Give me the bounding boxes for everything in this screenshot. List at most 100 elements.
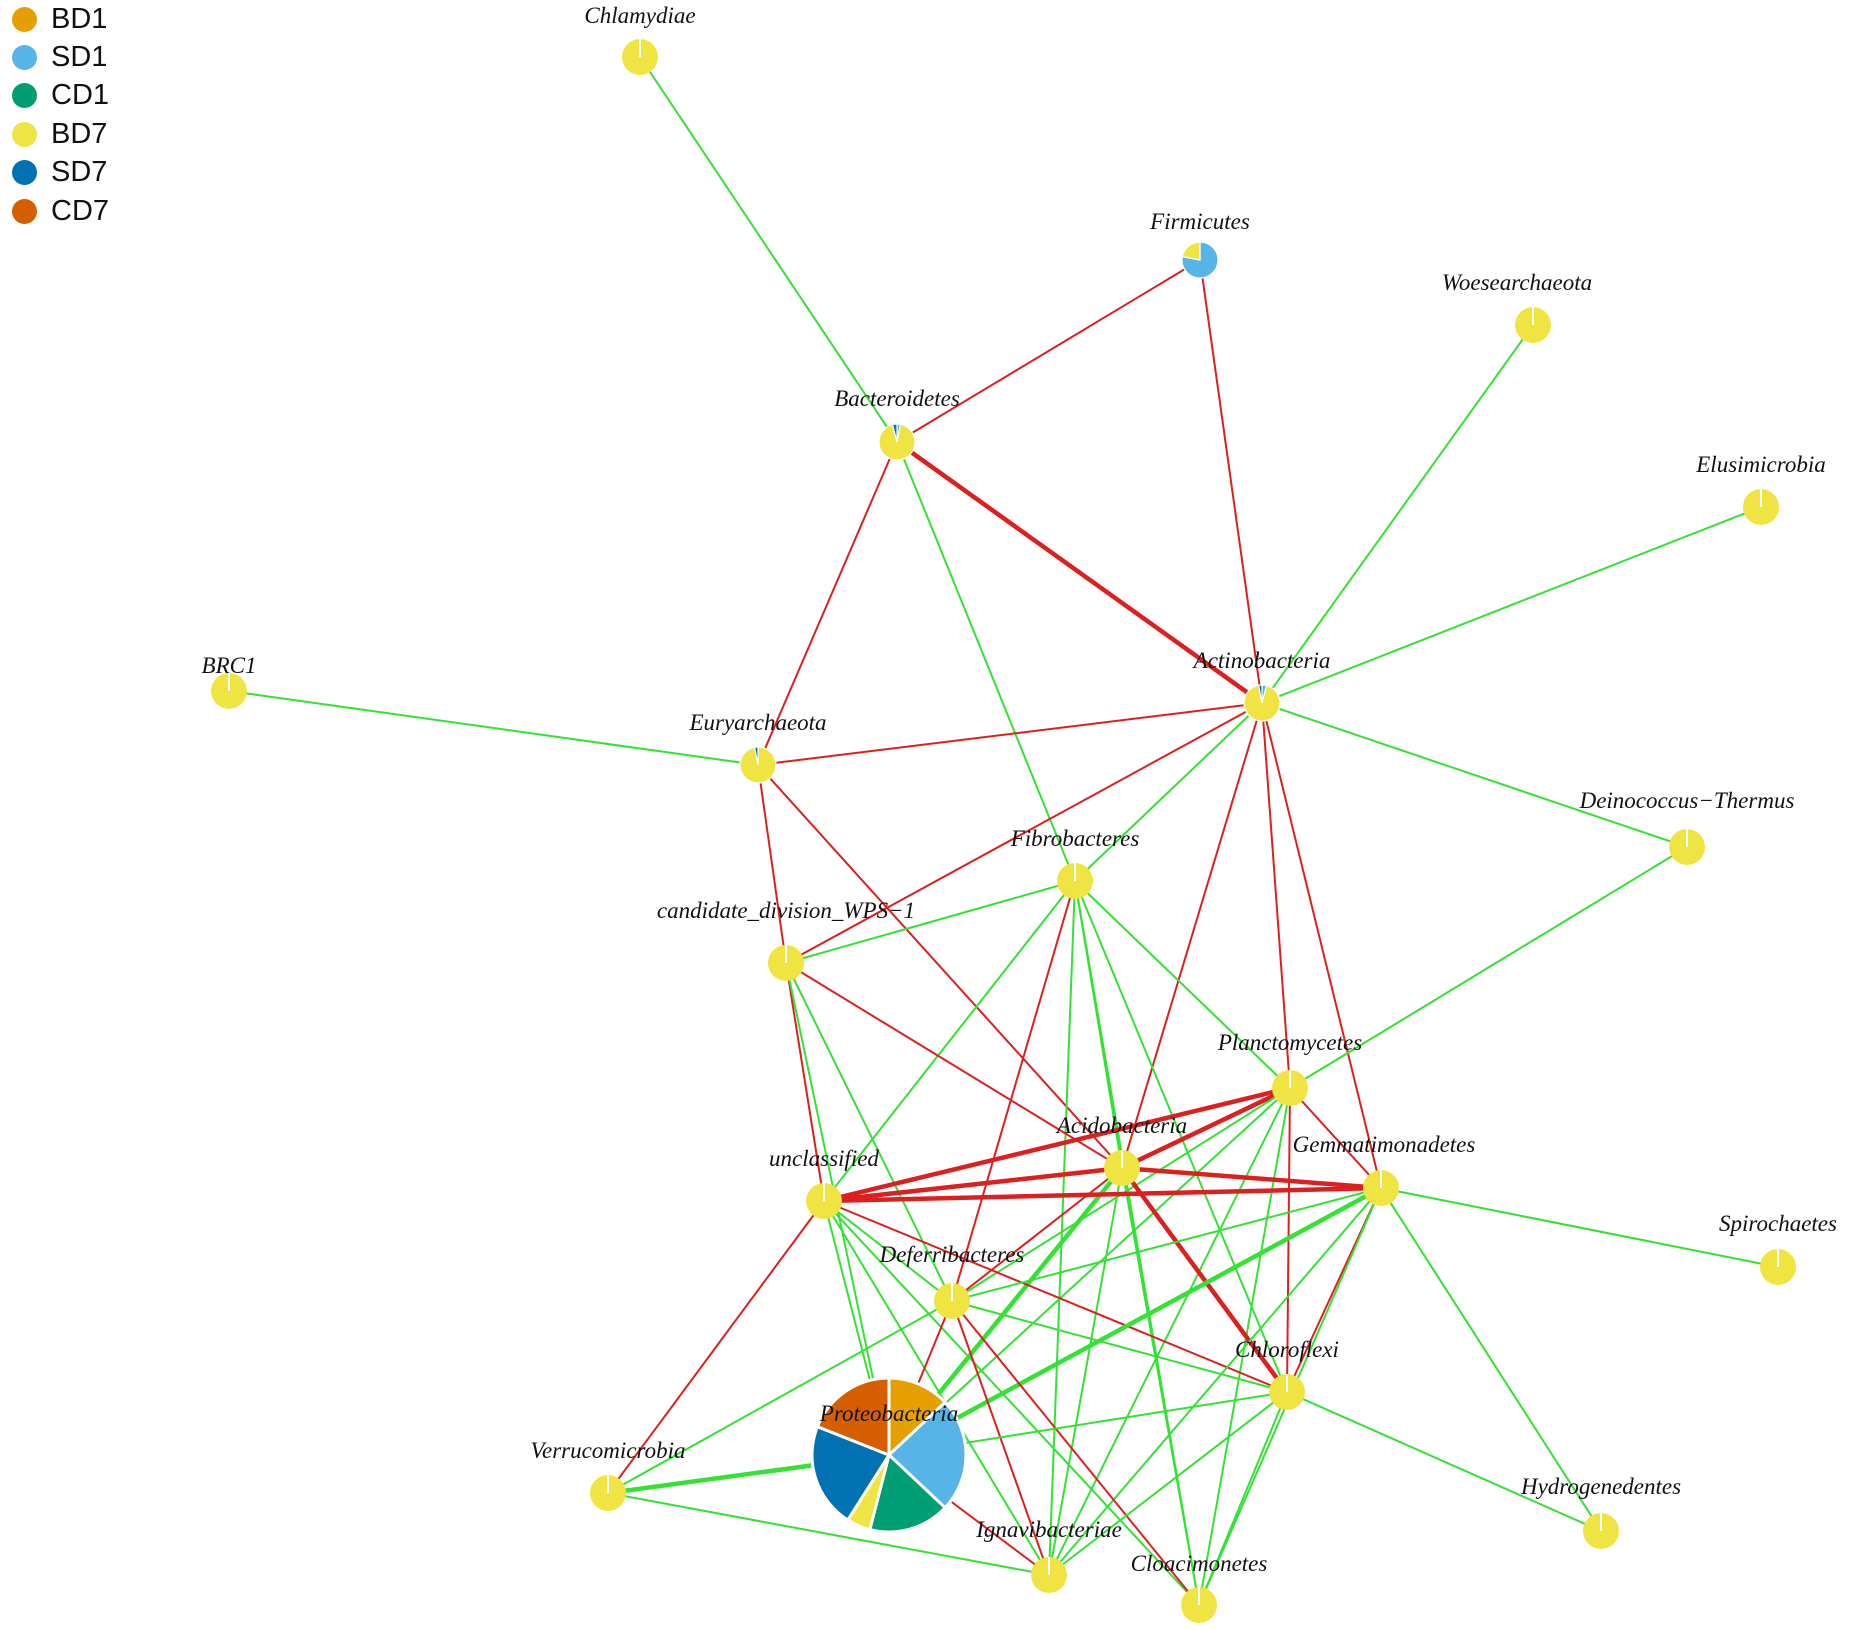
node-label-actinobacteria: Actinobacteria: [1192, 648, 1331, 673]
node-slice-firmicutes-bd7: [1181, 241, 1201, 261]
edge-chloroflexi-hydrogenedentes: [1286, 1391, 1602, 1532]
legend-label-sd7: SD7: [51, 156, 108, 189]
legend-item-bd7: BD7: [12, 115, 109, 153]
node-label-wps1: candidate_division_WPS−1: [657, 898, 915, 923]
edge-unclassified-verrucomicrobia: [607, 1200, 825, 1494]
node-label-bacteroidetes: Bacteroidetes: [834, 386, 960, 411]
edge-planctomycetes-ignavibacteriae: [1048, 1087, 1291, 1576]
legend-swatch-bd7: [12, 121, 37, 147]
edge-deferribacteres-verrucomicrobia: [607, 1300, 953, 1494]
legend-item-sd1: SD1: [12, 38, 109, 76]
node-slice-proteobacteria-cd1: [868, 1452, 948, 1534]
edge-euryarchaeota-actinobacteria: [757, 702, 1263, 766]
node-label-elusimicrobia: Elusimicrobia: [1695, 452, 1825, 477]
node-gemmatimonadetes[interactable]: [1363, 1170, 1399, 1206]
legend-label-sd1: SD1: [51, 41, 108, 74]
node-cloacimonetes[interactable]: [1181, 1587, 1217, 1623]
node-actinobacteria[interactable]: [1243, 684, 1281, 722]
legend-label-cd7: CD7: [51, 194, 110, 227]
edge-wps1-deferribacteres: [785, 962, 953, 1302]
node-label-firmicutes: Firmicutes: [1149, 209, 1250, 234]
node-slice-proteobacteria-cd7: [815, 1376, 891, 1458]
node-euryarchaeota[interactable]: [739, 746, 777, 784]
node-label-fibrobacteres: Fibrobacteres: [1010, 826, 1140, 851]
node-label-chloroflexi: Chloroflexi: [1235, 1337, 1339, 1362]
node-acidobacteria[interactable]: [1104, 1150, 1140, 1186]
node-label-gemmatimonadetes: Gemmatimonadetes: [1293, 1132, 1476, 1157]
legend-swatch-cd7: [12, 198, 37, 224]
edge-unclassified-chloroflexi: [823, 1200, 1288, 1393]
edge-actinobacteria-fibrobacteres: [1074, 702, 1263, 882]
legend-label-bd7: BD7: [51, 117, 108, 150]
node-slice-bacteroidetes-bd7: [878, 423, 916, 461]
node-spirochaetes[interactable]: [1760, 1249, 1796, 1285]
edge-actinobacteria-wps1: [785, 702, 1263, 964]
edge-wps1-unclassified: [785, 962, 825, 1202]
edge-deferribacteres-chloroflexi: [951, 1300, 1288, 1393]
node-firmicutes[interactable]: [1181, 241, 1219, 279]
legend-item-sd7: SD7: [12, 154, 109, 192]
node-brc1[interactable]: [211, 673, 247, 709]
edge-gemmatimonadetes-ignavibacteriae: [1048, 1187, 1382, 1576]
node-label-proteobacteria: Proteobacteria: [819, 1401, 958, 1426]
node-verrucomicrobia[interactable]: [590, 1475, 626, 1511]
edge-firmicutes-actinobacteria: [1199, 259, 1263, 704]
node-planctomycetes[interactable]: [1272, 1070, 1308, 1106]
node-label-acidobacteria: Acidobacteria: [1055, 1113, 1187, 1138]
edge-planctomycetes-proteobacteria: [888, 1087, 1291, 1456]
edge-fibrobacteres-planctomycetes: [1074, 880, 1291, 1089]
node-deinococcus[interactable]: [1669, 829, 1705, 865]
node-slice-bacteroidetes-sd7: [891, 423, 898, 443]
node-slice-actinobacteria-sd7: [1257, 684, 1263, 704]
node-slice-proteobacteria-sd1: [886, 1400, 968, 1510]
node-label-euryarchaeota: Euryarchaeota: [688, 710, 826, 735]
legend-swatch-sd1: [12, 45, 37, 71]
legend-item-cd7: CD7: [12, 192, 109, 230]
node-label-spirochaetes: Spirochaetes: [1719, 1211, 1837, 1236]
node-deferribacteres[interactable]: [934, 1283, 970, 1319]
edge-gemmatimonadetes-deferribacteres: [951, 1187, 1382, 1302]
node-slice-euryarchaeota-sd7: [753, 746, 759, 766]
node-fibrobacteres[interactable]: [1057, 863, 1093, 899]
edge-planctomycetes-acidobacteria: [1121, 1085, 1291, 1171]
node-label-planctomycetes: Planctomycetes: [1217, 1030, 1362, 1055]
edge-deferribacteres-cloacimonetes: [951, 1300, 1200, 1606]
legend-swatch-cd1: [12, 83, 37, 109]
edge-acidobacteria-deferribacteres: [951, 1167, 1123, 1302]
edge-bacteroidetes-fibrobacteres: [896, 441, 1076, 882]
node-hydrogenedentes[interactable]: [1583, 1513, 1619, 1549]
node-chlamydiae[interactable]: [622, 39, 658, 75]
edge-fibrobacteres-unclassified: [823, 880, 1076, 1202]
node-ignavibacteriae[interactable]: [1031, 1557, 1067, 1593]
edge-unclassified-cloacimonetes: [823, 1200, 1200, 1606]
edge-chlamydiae-bacteroidetes: [639, 56, 898, 443]
edge-chloroflexi-cloacimonetes: [1198, 1391, 1288, 1606]
edge-fibrobacteres-deferribacteres: [951, 880, 1076, 1302]
node-bacteroidetes[interactable]: [878, 423, 916, 461]
node-proteobacteria[interactable]: [810, 1376, 968, 1534]
edge-gemmatimonadetes-hydrogenedentes: [1380, 1187, 1602, 1532]
edge-woesearchaeota-actinobacteria: [1261, 324, 1534, 704]
edge-planctomycetes-gemmatimonadetes: [1289, 1087, 1382, 1189]
legend-swatch-sd7: [12, 160, 37, 186]
node-label-ignavibacteriae: Ignavibacteriae: [975, 1517, 1122, 1542]
legend-item-cd1: CD1: [12, 77, 109, 115]
legend-label-cd1: CD1: [51, 79, 110, 112]
edge-fibrobacteres-ignavibacteriae: [1048, 880, 1076, 1576]
legend-swatch-bd1: [12, 6, 37, 32]
edge-brc1-euryarchaeota: [228, 690, 759, 766]
node-unclassified[interactable]: [806, 1183, 842, 1219]
legend-label-bd1: BD1: [51, 2, 108, 35]
edge-firmicutes-bacteroidetes: [896, 259, 1201, 443]
edge-actinobacteria-deinococcus: [1261, 702, 1688, 848]
edge-euryarchaeota-acidobacteria: [757, 764, 1123, 1169]
node-wps1[interactable]: [768, 945, 804, 981]
node-elusimicrobia[interactable]: [1743, 489, 1779, 525]
edge-bacteroidetes-actinobacteria: [895, 440, 1264, 705]
edge-deinococcus-planctomycetes: [1289, 846, 1688, 1089]
node-woesearchaeota[interactable]: [1515, 307, 1551, 343]
node-chloroflexi[interactable]: [1269, 1374, 1305, 1410]
node-label-brc1: BRC1: [202, 653, 257, 678]
edge-acidobacteria-chloroflexi: [1120, 1166, 1289, 1394]
